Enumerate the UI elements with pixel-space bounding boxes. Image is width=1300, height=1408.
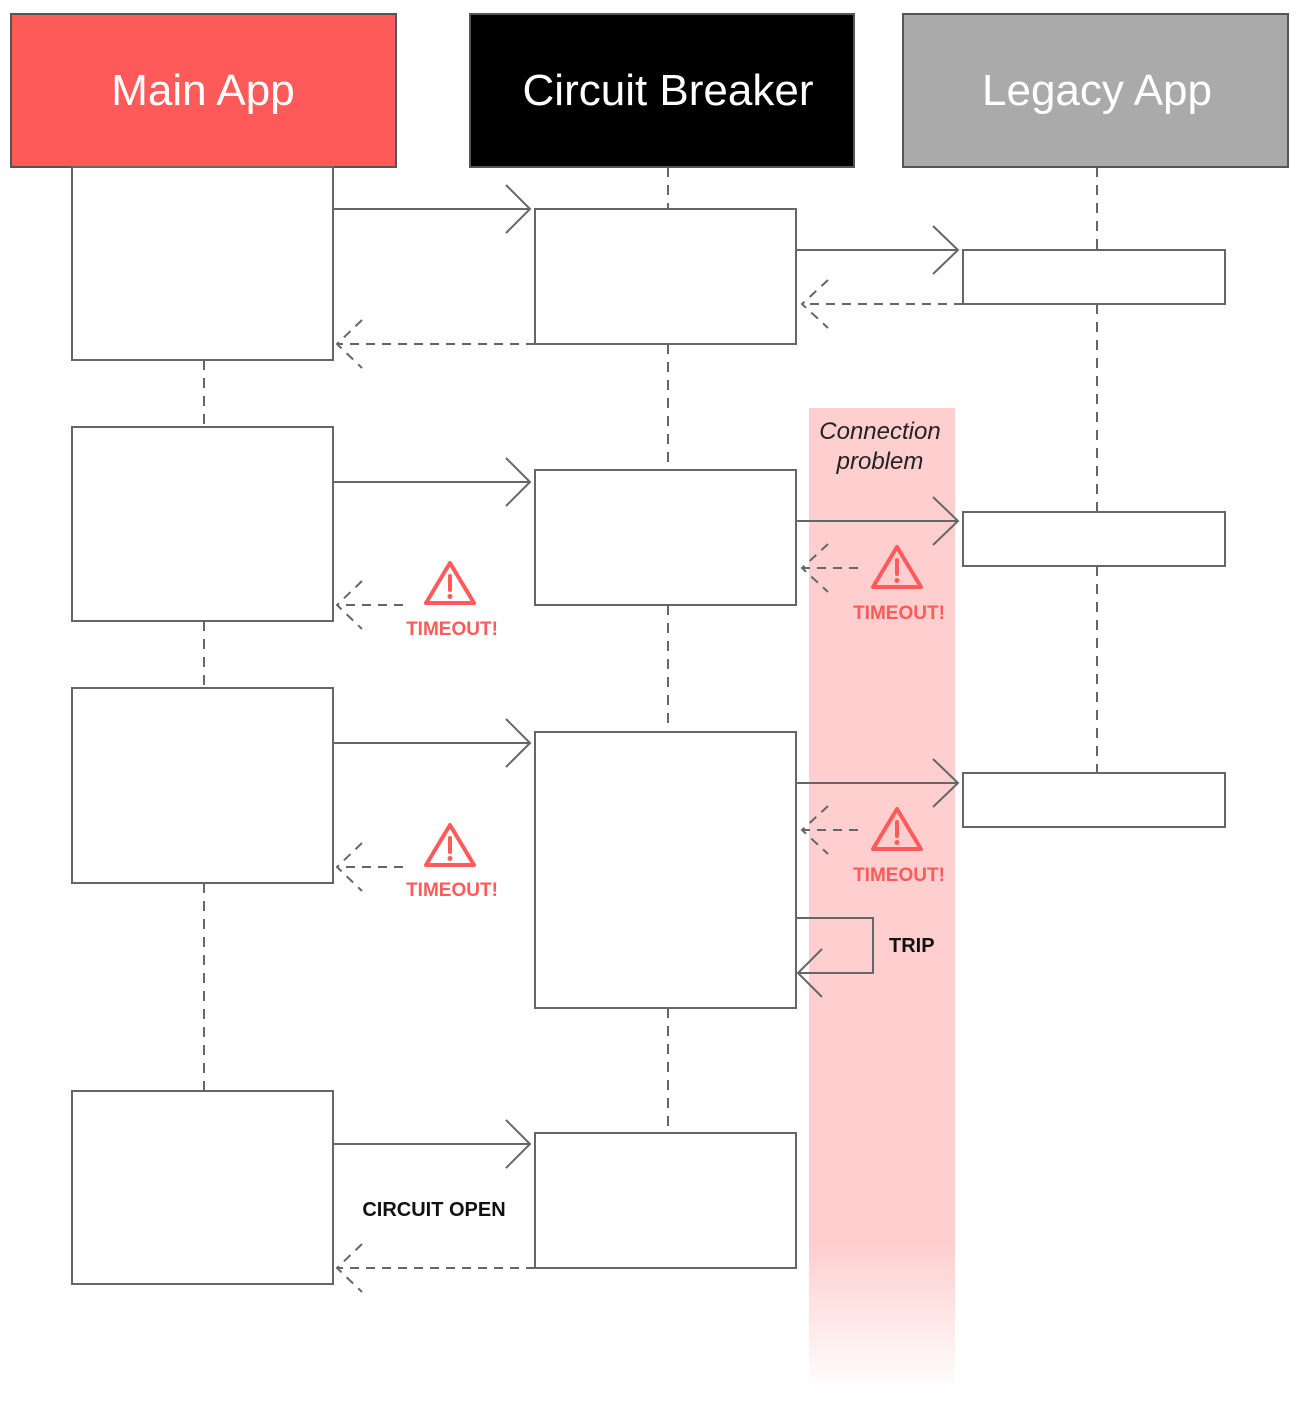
timeout-label-main-2: TIMEOUT! xyxy=(406,880,498,901)
timeout-label-breaker-1: TIMEOUT! xyxy=(853,603,945,624)
warning-icon xyxy=(871,545,923,589)
warning-icon xyxy=(871,807,923,851)
main-app-activation-1 xyxy=(71,166,334,361)
circuit-breaker-title: Circuit Breaker xyxy=(523,66,814,115)
legacy-app-activation-1 xyxy=(962,249,1226,305)
timeout-arrow-breaker-2 xyxy=(800,805,858,855)
legacy-app-header: Legacy App xyxy=(902,13,1289,168)
response-arrow-legacy-to-breaker-1 xyxy=(800,279,963,329)
timeout-label-breaker-2: TIMEOUT! xyxy=(853,865,945,886)
trip-self-arrow xyxy=(796,917,874,998)
circuit-breaker-activation-2 xyxy=(534,469,797,606)
request-arrow-breaker-to-legacy-2 xyxy=(796,496,960,546)
response-arrow-breaker-to-main-1 xyxy=(335,319,535,369)
trip-label: TRIP xyxy=(889,935,935,957)
request-arrow-main-to-breaker-3 xyxy=(333,718,532,768)
timeout-label-main-1: TIMEOUT! xyxy=(406,619,498,640)
legacy-app-activation-2 xyxy=(962,511,1226,567)
request-arrow-breaker-to-legacy-1 xyxy=(796,225,960,275)
warning-icon xyxy=(424,823,476,867)
request-arrow-breaker-to-legacy-3 xyxy=(796,758,960,808)
request-arrow-main-to-breaker-2 xyxy=(333,457,532,507)
circuit-breaker-activation-3 xyxy=(534,731,797,1009)
timeout-arrow-breaker-1 xyxy=(800,543,858,593)
circuit-breaker-header: Circuit Breaker xyxy=(469,13,855,168)
timeout-arrow-main-2 xyxy=(335,842,403,892)
request-arrow-main-to-breaker-1 xyxy=(333,184,532,234)
main-app-activation-4 xyxy=(71,1090,334,1285)
timeout-arrow-main-1 xyxy=(335,580,403,630)
circuit-breaker-activation-4 xyxy=(534,1132,797,1269)
main-app-header: Main App xyxy=(10,13,397,168)
main-app-activation-3 xyxy=(71,687,334,884)
connection-problem-label-line1: Connection xyxy=(819,418,940,445)
legacy-app-activation-3 xyxy=(962,772,1226,828)
request-arrow-main-to-breaker-4 xyxy=(333,1119,532,1169)
warning-icon xyxy=(424,561,476,605)
main-app-title: Main App xyxy=(111,66,294,115)
connection-problem-label-line2: problem xyxy=(836,448,924,475)
response-arrow-breaker-to-main-4 xyxy=(335,1243,535,1293)
connection-problem-band xyxy=(809,408,955,1393)
main-app-activation-2 xyxy=(71,426,334,622)
circuit-breaker-activation-1 xyxy=(534,208,797,345)
legacy-app-title: Legacy App xyxy=(982,66,1212,115)
circuit-open-label: CIRCUIT OPEN xyxy=(362,1199,505,1221)
